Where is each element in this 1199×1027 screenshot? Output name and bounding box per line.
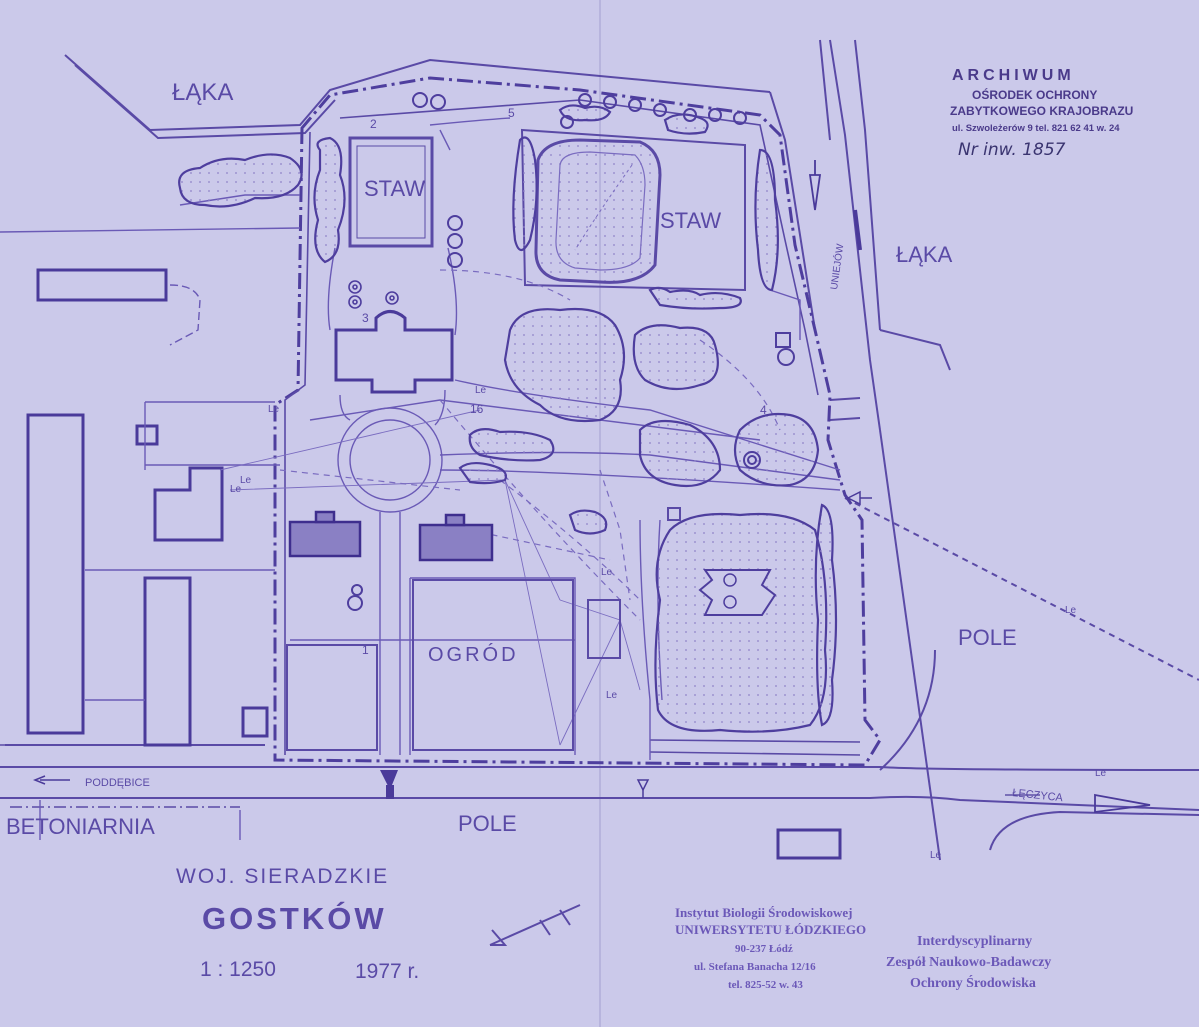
- label-le-4: Le: [230, 484, 242, 495]
- north-arrow-icon: [489, 904, 581, 946]
- team-stamp-line1: Interdyscyplinarny: [917, 934, 1032, 949]
- label-laka-e: ŁĄKA: [896, 242, 953, 267]
- institute-stamp-line5: tel. 825-52 w. 43: [728, 979, 803, 991]
- label-le-6: Le: [606, 690, 618, 701]
- label-le-8: Le: [1095, 768, 1107, 779]
- label-ogrod: OGRÓD: [428, 643, 519, 666]
- team-stamp: Interdyscyplinarny Zespół Naukowo-Badawc…: [886, 934, 1051, 991]
- label-laka-nw: ŁĄKA: [172, 79, 233, 106]
- label-le-7: Le: [1065, 605, 1077, 616]
- western-buildings: [26, 268, 842, 860]
- parterre: [698, 569, 777, 616]
- main-entrance-arrow: [380, 770, 398, 790]
- title-region: WOJ. SIERADZKIE: [176, 865, 389, 888]
- label-le-9: Le: [930, 850, 942, 861]
- label-le-5: Le: [601, 567, 613, 578]
- label-pole-e: POLE: [958, 625, 1017, 650]
- label-num-5: 5: [508, 106, 515, 120]
- road-dotted-lines: [0, 744, 260, 808]
- western-fences: [0, 194, 301, 840]
- individual-trees: [347, 92, 795, 611]
- park-boundary: [273, 76, 882, 767]
- archive-stamp-line3: ZABYTKOWEGO KRAJOBRAZU: [950, 104, 1133, 118]
- institute-stamp-line3: 90-237 Łódź: [735, 943, 793, 955]
- label-poddebice: PODDĘBICE: [85, 777, 150, 789]
- label-num-1: 1: [362, 643, 369, 657]
- label-num-2: 2: [370, 117, 377, 131]
- label-le-2: Le: [268, 404, 280, 415]
- title-year: 1977 r.: [355, 960, 419, 983]
- label-num-4: 4: [760, 403, 767, 417]
- uniejow-arrow: [808, 174, 822, 211]
- label-staw-small: STAW: [364, 176, 425, 201]
- label-uniejow: UNIEJÓW: [827, 242, 846, 290]
- label-pole-s: POLE: [458, 811, 517, 836]
- side-entrance-arrow: [636, 779, 650, 792]
- label-le-1: Le: [475, 385, 487, 396]
- archive-stamp-line4: ul. Szwoleżerów 9 tel. 821 62 41 w. 24: [952, 123, 1120, 134]
- manor-house: [334, 310, 454, 394]
- institute-stamp-line1: Instytut Biologii Środowiskowej: [675, 905, 852, 920]
- inventory-number: Nr inw. 1857: [958, 140, 1066, 160]
- institute-stamp: Instytut Biologii Środowiskowej UNIWERSY…: [675, 905, 866, 991]
- label-le-3: Le: [240, 475, 252, 486]
- label-num-16: 16: [470, 402, 484, 416]
- label-betoniarnia: BETONIARNIA: [6, 814, 155, 839]
- leczyca-arrow: [1094, 793, 1151, 814]
- entrance-arrows: [32, 160, 1151, 814]
- garden-plots: [286, 507, 681, 751]
- label-leczyca: ŁĘCZYCA: [1012, 787, 1064, 804]
- small-pond: [348, 136, 434, 248]
- outbuildings: [288, 510, 494, 562]
- archive-stamp: ARCHIWUM OŚRODEK OCHRONY ZABYTKOWEGO KRA…: [950, 67, 1133, 134]
- label-staw-large: STAW: [660, 208, 721, 233]
- institute-stamp-line4: ul. Stefana Banacha 12/16: [694, 961, 816, 973]
- label-num-3: 3: [362, 311, 369, 325]
- tree-clumps: [178, 104, 838, 733]
- archive-stamp-line2: OŚRODEK OCHRONY: [972, 87, 1097, 102]
- title-place: GOSTKÓW: [202, 900, 387, 936]
- team-stamp-line3: Ochrony Środowiska: [910, 974, 1036, 991]
- title-scale: 1 : 1250: [200, 958, 276, 981]
- team-stamp-line2: Zespół Naukowo-Badawczy: [886, 955, 1051, 970]
- archive-stamp-line1: ARCHIWUM: [952, 67, 1075, 84]
- institute-stamp-line2: UNIWERSYTETU ŁÓDZKIEGO: [675, 922, 866, 937]
